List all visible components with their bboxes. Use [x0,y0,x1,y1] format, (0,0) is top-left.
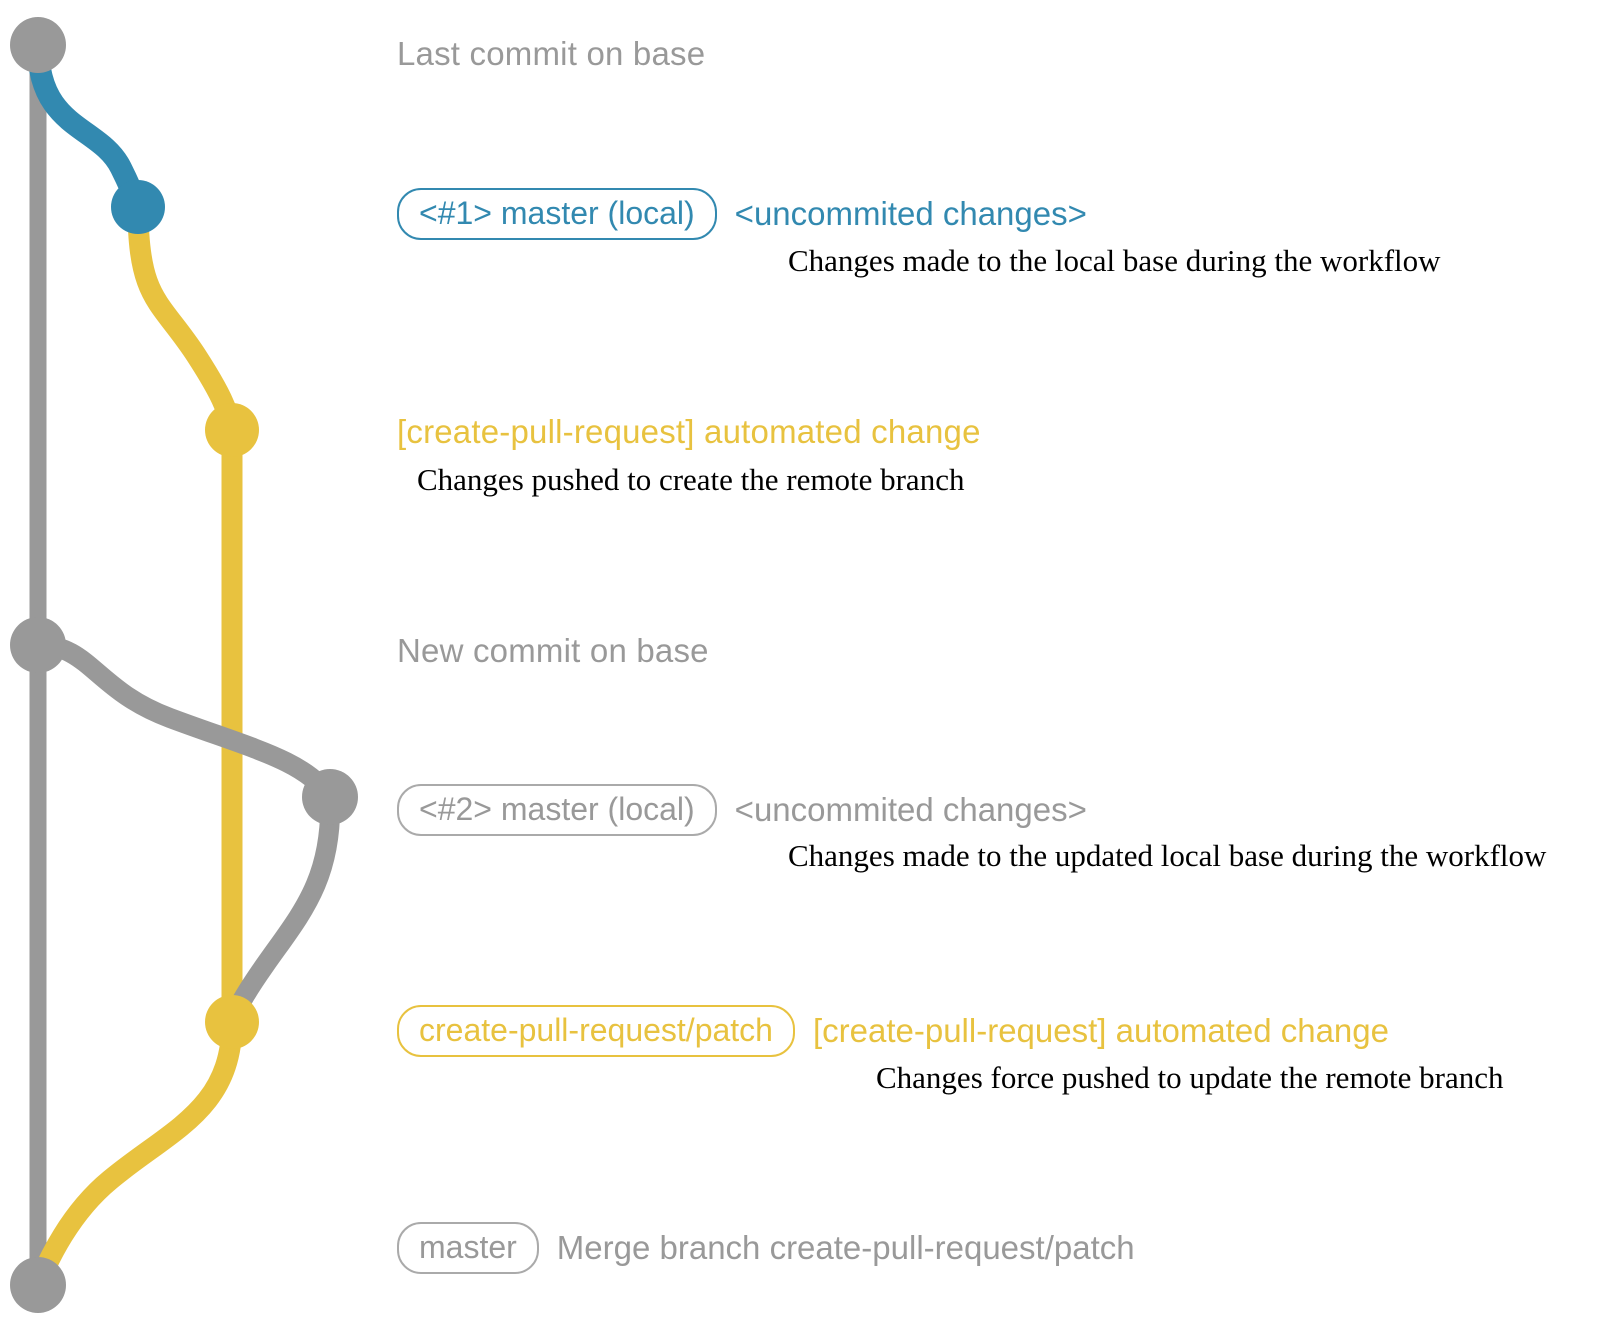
row-automated-change-1: [create-pull-request] automated change [397,413,981,451]
row-local-master-2: <#2> master (local) <uncommited changes> [397,784,1087,836]
commit-node-last-base[interactable] [10,17,66,73]
row-patch-branch: create-pull-request/patch [create-pull-r… [397,1005,1389,1057]
commit-node-patch-2[interactable] [205,995,259,1049]
caption-uncommited-changes-1: <uncommited changes> [734,195,1087,232]
sub-local-master-1: Changes made to the local base during th… [788,243,1441,278]
edge-local1-to-patch1 [127,196,243,441]
commit-node-merge-master[interactable] [10,1257,66,1313]
caption-automated-change-2: [create-pull-request] automated change [812,1012,1389,1049]
commit-node-local-1[interactable] [111,180,165,234]
caption-merge-branch: Merge branch create-pull-request/patch [556,1229,1135,1266]
commit-node-new-base[interactable] [10,617,66,673]
sub-local-master-2: Changes made to the updated local base d… [788,838,1547,873]
badge-create-pull-request-patch[interactable]: create-pull-request/patch [397,1005,795,1057]
badge-local-master-1[interactable]: <#1> master (local) [397,188,717,240]
label-new-commit-on-base: New commit on base [397,632,709,669]
badge-master[interactable]: master [397,1222,539,1274]
label-last-commit-on-base: Last commit on base [397,35,706,72]
row-last-commit-on-base: Last commit on base [397,35,705,73]
row-merge-master: master Merge branch create-pull-request/… [397,1222,1135,1274]
commit-graph [10,17,358,1313]
sub-patch-branch: Changes force pushed to update the remot… [876,1060,1504,1095]
edge-patch2-to-merge [27,1011,243,1296]
row-local-master-1: <#1> master (local) <uncommited changes> [397,188,1087,240]
edge-base-to-local1 [27,34,149,218]
caption-uncommited-changes-2: <uncommited changes> [734,791,1087,828]
commit-node-local-2[interactable] [302,769,358,825]
sub-automated-change-1: Changes pushed to create the remote bran… [417,462,965,497]
badge-local-master-2[interactable]: <#2> master (local) [397,784,717,836]
row-new-commit-on-base: New commit on base [397,632,709,670]
label-automated-change-1: [create-pull-request] automated change [397,413,981,450]
edge-newbase-to-local2 [28,635,340,807]
commit-node-patch-1[interactable] [205,403,259,457]
edge-local2-to-patch2 [222,787,341,1032]
